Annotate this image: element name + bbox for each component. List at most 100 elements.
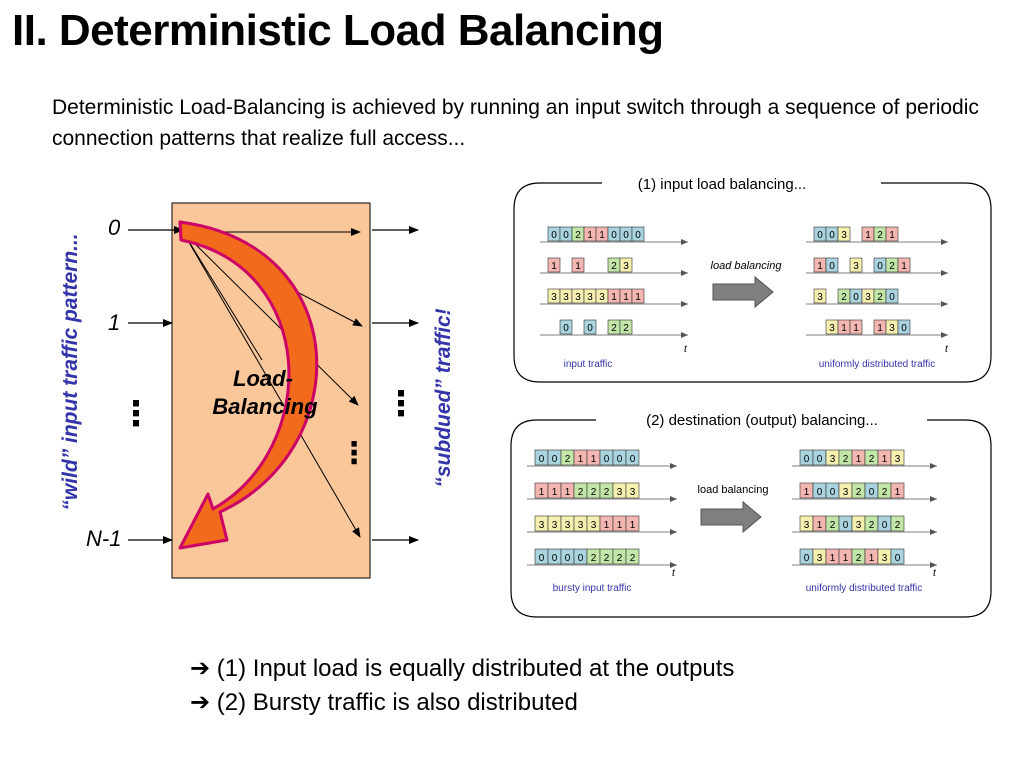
panel1-input-packet-label: 2: [611, 323, 617, 334]
panel1-output-packet-cell: [837, 226, 851, 242]
panel1-input-packet-label: 1: [575, 261, 581, 272]
panel2-output-packet-label: 1: [804, 487, 810, 498]
panel2-middle-label: load balancing: [698, 484, 769, 496]
panel2-output-packet-label: 1: [856, 454, 862, 465]
panel2-output-packet-label: 0: [804, 553, 810, 564]
panel1-t-right: t: [945, 344, 949, 355]
panel1-input-packet-cell: [631, 288, 645, 304]
panel2-output-packet-cell: [890, 548, 905, 565]
panel1-output-packet-label: 3: [853, 261, 859, 272]
panel2-input-packet-label: 2: [578, 487, 584, 498]
panel1-input-packet-label: 3: [599, 292, 605, 303]
panel1-input-packet-cell: [559, 319, 573, 335]
panel2-output-packet-cell: [890, 515, 905, 532]
panel2-input-packet-label: 0: [539, 454, 545, 465]
input-label-n-1: N-1: [86, 526, 121, 551]
panel2-input-packet-label: 2: [617, 553, 623, 564]
panel1-input-packet-label: 0: [611, 230, 617, 241]
panel1-input-packet-label: 1: [635, 292, 641, 303]
panel1-input-packet-label: 0: [635, 230, 641, 241]
panel1-input-packet-cell: [547, 257, 561, 273]
panel2-input-packet-label: 1: [617, 520, 623, 531]
input-label-0: 0: [108, 215, 121, 240]
panel1-input-packet-label: 2: [575, 230, 581, 241]
panel1-input-packet-label: 2: [611, 261, 617, 272]
curved-redistribution-arrow: [178, 220, 319, 550]
panel1-right-caption: uniformly distributed traffic: [819, 359, 936, 370]
panel1-output-packet-label: 2: [889, 261, 895, 272]
panel2-input-packet-cell: [625, 482, 640, 499]
panel2-output-packet-label: 1: [830, 553, 836, 564]
panel1-input-packet-label: 1: [587, 230, 593, 241]
panel2-output-packet-label: 1: [882, 454, 888, 465]
panel1-input-packet-label: 0: [551, 230, 557, 241]
panel2-input-packet-label: 2: [565, 454, 571, 465]
panel2-output-packet-label: 0: [869, 487, 875, 498]
output-ellipsis: ⋮: [384, 384, 418, 424]
page-title: II. Deterministic Load Balancing: [12, 6, 664, 55]
panel2-output-packet-label: 0: [804, 454, 810, 465]
panel1-input-packet-cell: [619, 319, 633, 335]
panel2-input-packet-label: 0: [552, 553, 558, 564]
panel1-title: (1) input load balancing...: [638, 176, 806, 193]
panel1-output-packet-label: 1: [841, 323, 847, 334]
panel2-input-packet-label: 0: [630, 454, 636, 465]
panel2-input-packet-label: 0: [552, 454, 558, 465]
panel2-output-packet-label: 3: [856, 520, 862, 531]
fanout-line: [182, 231, 263, 361]
panel2-output-packet-label: 0: [895, 553, 901, 564]
conclusion-line-1: ➔ (1) Input load is equally distributed …: [190, 654, 734, 683]
panel2-input-packet-label: 3: [591, 520, 597, 531]
panel2-input-packet-cell: [625, 449, 640, 466]
panel1-middle-label: load balancing: [711, 260, 783, 272]
panel1-output-packet-cell: [825, 257, 839, 273]
fanout-line: [182, 231, 361, 538]
conclusion-text-2: (2) Bursty traffic is also distributed: [216, 689, 578, 716]
panel2-input-packet-label: 1: [539, 487, 545, 498]
panel1-input-packet-cell: [583, 319, 597, 335]
panel1-input-packet-label: 1: [623, 292, 629, 303]
panel2-output-packet-label: 1: [895, 487, 901, 498]
load-balancer-diagram: 0 1 N-1 ⋮ ⋮ ⋮ Load- Balancing “wild” inp…: [59, 202, 455, 579]
conclusion-text-1: (1) Input load is equally distributed at…: [216, 655, 735, 682]
panel2-t-left: t: [672, 568, 676, 579]
panel1-input-packet-label: 1: [599, 230, 605, 241]
panel1-input-packet-label: 3: [587, 292, 593, 303]
panel2-input-packet-cell: [625, 515, 640, 532]
panel2-input-packet-label: 1: [630, 520, 636, 531]
intro-text: Deterministic Load-Balancing is achieved…: [52, 96, 979, 150]
panel2-input-packet-label: 3: [578, 520, 584, 531]
panel1-input-packet-cell: [571, 257, 585, 273]
panel2-input-packet-label: 3: [565, 520, 571, 531]
panel2-input-packet-label: 2: [591, 553, 597, 564]
panel2-output-packet-label: 3: [804, 520, 810, 531]
panel1-output-packet-cell: [885, 226, 899, 242]
panel2-output-packet-label: 2: [869, 454, 875, 465]
panel1-output-packet-label: 1: [889, 230, 895, 241]
panel1-input-packet-label: 3: [623, 261, 629, 272]
panel2-output-packet-label: 1: [869, 553, 875, 564]
panel1-output-packet-label: 0: [889, 292, 895, 303]
panel1-output-packet-label: 1: [817, 261, 823, 272]
panel2-output-packet-label: 0: [817, 487, 823, 498]
panel2-output-packet-label: 0: [882, 520, 888, 531]
panel2-input-packet-label: 1: [565, 487, 571, 498]
right-arrow-icon: ➔: [190, 688, 211, 716]
panel1-input-packet-label: 3: [563, 292, 569, 303]
panel1-output-packet-label: 1: [865, 230, 871, 241]
panel2-output-packet-label: 2: [895, 520, 901, 531]
panel2-input-packet-label: 2: [591, 487, 597, 498]
panel2-output-packet-label: 0: [817, 454, 823, 465]
input-label-1: 1: [108, 310, 120, 335]
panel1-output-packet-cell: [897, 319, 911, 335]
panel1-output-packet-label: 2: [877, 230, 883, 241]
panel1-frame: [513, 182, 992, 383]
panel1-input-packet-label: 0: [563, 323, 569, 334]
panel1-output-packet-label: 1: [901, 261, 907, 272]
panel1-left-caption: input traffic: [564, 359, 613, 370]
panel1-output-packet-label: 1: [877, 323, 883, 334]
panel2-input-packet-label: 0: [604, 454, 610, 465]
